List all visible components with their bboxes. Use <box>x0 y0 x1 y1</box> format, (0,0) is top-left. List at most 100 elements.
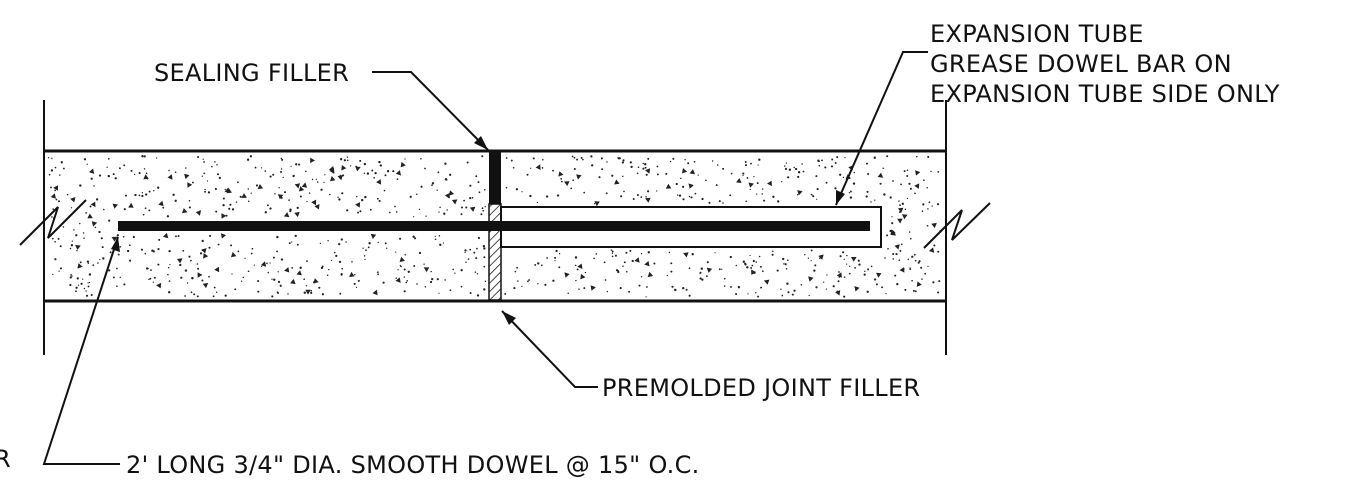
stipple-dot <box>909 237 912 240</box>
aggregate-triangle <box>818 254 824 260</box>
stipple-dot <box>47 157 50 159</box>
stipple-dot <box>377 241 379 244</box>
stipple-dot <box>476 294 480 297</box>
aggregate-triangle <box>564 181 570 187</box>
aggregate-triangle <box>158 200 164 207</box>
stipple-dot <box>867 173 870 175</box>
stipple-dot <box>794 167 798 171</box>
aggregate-triangle <box>876 272 882 278</box>
stipple-dot <box>247 200 250 202</box>
stipple-dot <box>80 282 83 285</box>
stipple-dot <box>404 253 406 256</box>
aggregate-triangle <box>296 270 302 276</box>
stipple-dot <box>249 155 253 158</box>
stipple-dot <box>621 161 624 164</box>
stipple-dot <box>552 169 554 172</box>
aggregate-triangle <box>751 269 756 275</box>
stipple-dot <box>70 244 74 247</box>
stipple-dot <box>216 164 218 166</box>
stipple-dot <box>558 266 561 269</box>
stipple-dot <box>528 279 531 281</box>
stipple-dot <box>757 164 759 166</box>
stipple-dot <box>483 247 486 250</box>
stipple-dot <box>166 215 170 218</box>
stipple-dot <box>685 288 688 291</box>
aggregate-triangle <box>184 173 190 180</box>
stipple-dot <box>848 192 851 194</box>
stipple-dot <box>384 174 387 177</box>
stipple-dot <box>244 257 246 259</box>
premolded-joint-filler-label: PREMOLDED JOINT FILLER <box>602 374 920 402</box>
stipple-dot <box>69 276 72 279</box>
stipple-dot <box>191 181 194 184</box>
aggregate-triangle <box>87 213 93 219</box>
stipple-dot <box>118 167 121 170</box>
stipple-dot <box>515 188 519 191</box>
stipple-dot <box>255 184 259 187</box>
stipple-dot <box>304 170 307 173</box>
stipple-dot <box>791 293 794 296</box>
stipple-dot <box>787 176 790 179</box>
stipple-dot <box>750 266 753 269</box>
stipple-dot <box>753 175 755 178</box>
dowel-label: 2' LONG 3/4" DIA. SMOOTH DOWEL @ 15" O.C… <box>126 451 700 479</box>
stipple-dot <box>356 195 358 198</box>
stipple-dot <box>476 247 478 250</box>
aggregate-triangle <box>349 271 355 277</box>
stipple-dot <box>542 158 544 161</box>
stipple-dot <box>48 173 51 176</box>
stipple-dot <box>280 170 282 173</box>
stipple-dot <box>911 255 914 258</box>
stipple-dot <box>162 206 165 209</box>
stipple-dot <box>145 193 148 196</box>
stipple-dot <box>477 236 480 240</box>
stipple-dot <box>682 198 685 201</box>
stipple-dot <box>834 162 837 164</box>
stipple-dot <box>240 280 243 282</box>
stipple-dot <box>193 293 196 296</box>
stipple-dot <box>721 268 723 270</box>
stipple-dot <box>873 156 876 159</box>
stipple-dot <box>706 261 709 264</box>
stipple-dot <box>250 192 252 194</box>
stipple-dot <box>745 200 748 203</box>
aggregate-triangle <box>400 161 406 168</box>
stipple-dot <box>460 206 464 209</box>
stipple-dot <box>134 193 137 197</box>
stipple-dot <box>66 193 69 196</box>
stipple-dot <box>85 212 87 214</box>
aggregate-triangle <box>176 258 183 264</box>
stipple-dot <box>573 156 576 159</box>
stipple-dot <box>82 232 85 234</box>
stipple-dot <box>338 260 342 264</box>
stipple-dot <box>87 282 89 284</box>
aggregate-triangle <box>577 263 583 269</box>
stipple-dot <box>699 271 702 274</box>
stipple-dot <box>277 271 279 273</box>
stipple-dot <box>583 287 586 290</box>
aggregate-triangle <box>370 233 377 239</box>
stipple-dot <box>62 167 65 170</box>
stipple-dot <box>849 196 853 199</box>
stipple-dot <box>452 268 454 271</box>
aggregate-triangle <box>305 289 311 295</box>
aggregate-triangle <box>444 193 450 199</box>
stipple-dot <box>908 231 911 233</box>
stipple-dot <box>886 234 889 237</box>
stipple-dot <box>338 198 341 201</box>
stipple-dot <box>212 295 215 298</box>
stipple-dot <box>512 166 515 169</box>
stipple-dot <box>294 234 297 238</box>
stipple-dot <box>209 234 212 237</box>
stipple-dot <box>83 158 87 161</box>
stipple-dot <box>383 189 386 192</box>
aggregate-triangle <box>851 257 857 262</box>
stipple-dot <box>395 277 397 279</box>
stipple-dot <box>148 209 151 212</box>
stipple-dot <box>144 207 147 210</box>
stipple-dot <box>903 170 906 173</box>
stipple-dot <box>298 163 301 166</box>
stipple-dot <box>357 279 360 282</box>
stipple-dot <box>197 267 200 270</box>
